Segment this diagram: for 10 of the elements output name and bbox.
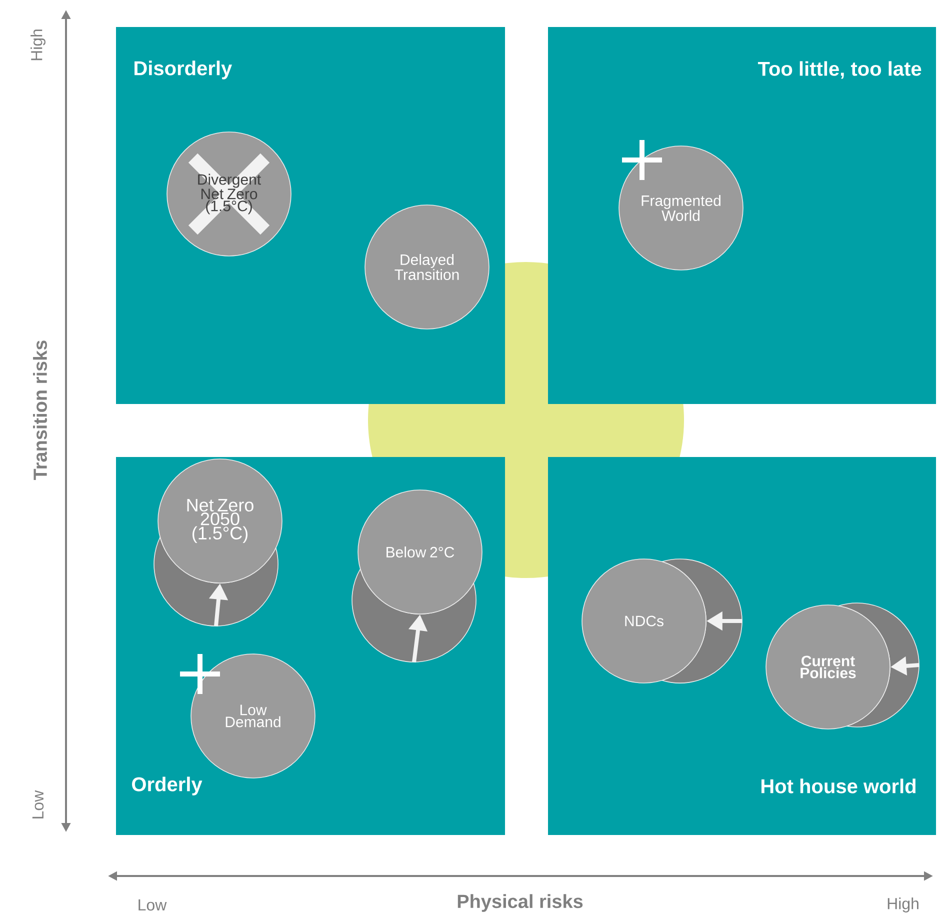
axis-label: High xyxy=(888,898,918,912)
axis-title: Transition risks xyxy=(33,340,47,480)
axis-label: Low xyxy=(32,790,44,818)
quadrant-heading: Too little, too late xyxy=(758,61,922,79)
quadrant-heading: Orderly xyxy=(132,776,202,796)
axis-label: High xyxy=(30,30,46,60)
quadrant-heading: Disorderly xyxy=(134,60,232,80)
quadrant-heading: Hot house world xyxy=(761,778,916,794)
axis-label: Low xyxy=(138,899,167,911)
axis-title: Physical risks xyxy=(458,894,583,912)
